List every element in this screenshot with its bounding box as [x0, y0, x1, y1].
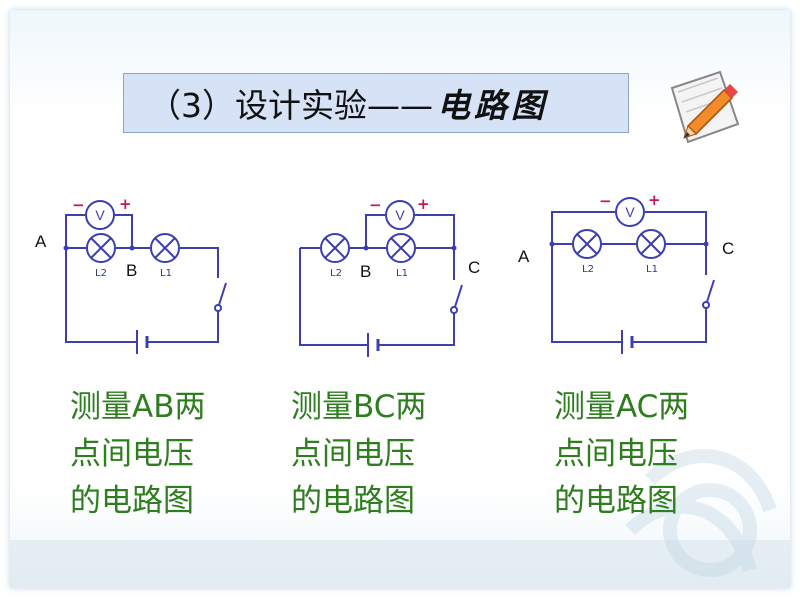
- wire-bottom-right: [632, 305, 707, 343]
- caption-line: 的电路图: [70, 483, 194, 519]
- caption-line: 测量AB两: [70, 389, 206, 425]
- voltmeter-icon: V: [615, 197, 645, 227]
- circuit-ac: V − + L2 L1 A C: [518, 191, 734, 354]
- title-emphasis: 电路图: [437, 86, 548, 125]
- caption-ab: 测量AB两 点间电压 的电路图: [70, 384, 205, 525]
- caption-line: 点间电压: [291, 436, 415, 472]
- lamp-l2-label: L2: [582, 264, 594, 275]
- point-label-b: B: [360, 262, 371, 281]
- wire-top-left: [365, 214, 385, 248]
- wire-left: [551, 244, 622, 343]
- wire-left: [299, 248, 368, 346]
- voltmeter-label: V: [95, 207, 105, 223]
- lamp-l1-label: L1: [646, 264, 658, 275]
- wire-top-right: [115, 214, 133, 248]
- caption-line: 测量AC两: [554, 389, 690, 425]
- caption-line: 点间电压: [70, 436, 194, 472]
- lamp-l1-label: L1: [160, 268, 172, 279]
- positive-sign: +: [119, 195, 132, 213]
- negative-sign: −: [72, 196, 85, 214]
- lamp-l2-label: L2: [95, 268, 107, 279]
- voltmeter-label: V: [395, 207, 405, 223]
- voltmeter-label: V: [625, 204, 635, 220]
- lamp-l1-label: L1: [396, 268, 408, 279]
- wire-left: [65, 248, 137, 343]
- point-label-a: A: [35, 232, 47, 251]
- switch-icon: [453, 284, 463, 311]
- caption-line: 的电路图: [554, 483, 678, 519]
- lamp-l1-icon: [386, 233, 416, 263]
- lamp-l1-icon: [150, 233, 180, 263]
- positive-sign: +: [417, 195, 430, 213]
- lamp-l1-icon: [636, 229, 666, 259]
- wire-bottom-right: [378, 310, 455, 346]
- lamp-l2-icon: [320, 233, 350, 263]
- switch-icon: [705, 279, 715, 306]
- caption-line: 的电路图: [291, 483, 415, 519]
- battery-icon: [136, 330, 149, 354]
- caption-line: 测量BC两: [291, 389, 427, 425]
- wire-top-left: [551, 211, 615, 244]
- circuit-ab: V − + L2 L1 A B: [35, 195, 227, 354]
- pencil-note-icon: [670, 70, 740, 144]
- voltmeter-icon: V: [85, 200, 115, 230]
- wire-top-right: [645, 211, 707, 244]
- negative-sign: −: [369, 196, 382, 214]
- battery-icon: [367, 333, 380, 357]
- title-prefix: （3）设计实验——: [148, 86, 433, 125]
- background-decoration: [10, 449, 790, 588]
- point-label-c: C: [722, 239, 734, 258]
- lamp-l2-icon: [86, 233, 116, 263]
- slide-title: （3）设计实验——电路图: [123, 73, 629, 133]
- point-label-b: B: [126, 261, 137, 280]
- point-label-a: A: [518, 247, 530, 266]
- switch-icon: [217, 282, 227, 309]
- caption-bc: 测量BC两 点间电压 的电路图: [291, 384, 426, 525]
- positive-sign: +: [648, 191, 661, 209]
- wire-bottom-right: [147, 308, 219, 343]
- caption-line: 点间电压: [554, 436, 678, 472]
- negative-sign: −: [599, 192, 612, 210]
- caption-ac: 测量AC两 点间电压 的电路图: [554, 384, 689, 525]
- battery-icon: [621, 330, 634, 354]
- voltmeter-icon: V: [385, 200, 415, 230]
- lamp-l2-icon: [572, 229, 602, 259]
- point-label-c: C: [468, 258, 480, 277]
- wire-top-right: [415, 214, 455, 248]
- lamp-l2-label: L2: [330, 268, 342, 279]
- wire-top-left: [65, 214, 85, 248]
- circuit-bc: V − + L2 L1 B C: [299, 195, 480, 357]
